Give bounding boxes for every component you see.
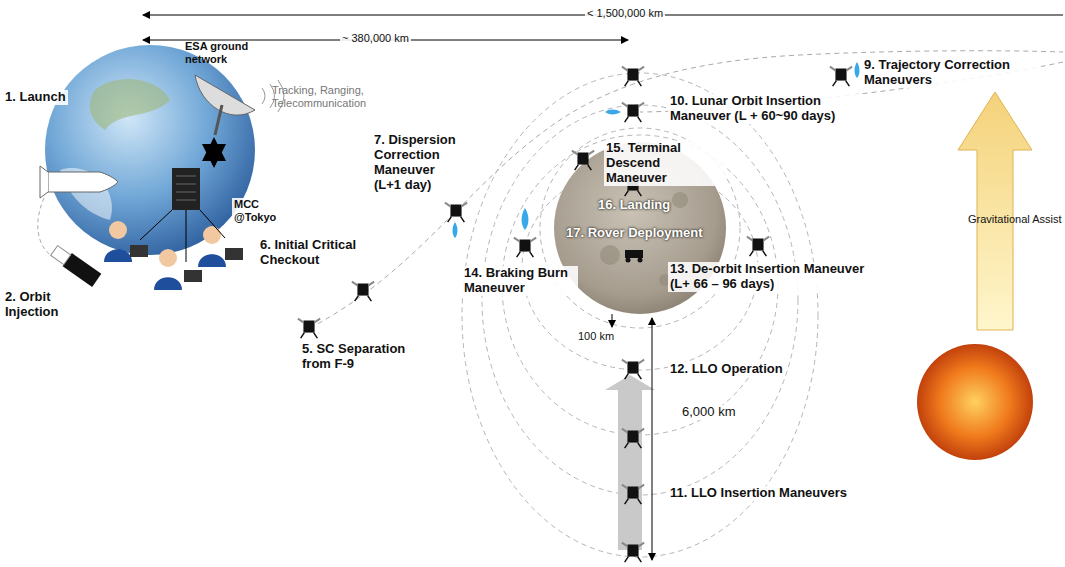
distance-label: < 1,500,000 km (585, 7, 665, 20)
step-label: 2. Orbit Injection (3, 290, 79, 320)
step-label: 12. LLO Operation (668, 362, 785, 377)
step-label: 16. Landing (598, 198, 670, 213)
distance-label: ~ 380,000 km (340, 32, 411, 45)
station-label: ESA ground network (185, 40, 267, 65)
step-label: 7. Dispersion Correction Maneuver (L+1 d… (372, 133, 461, 193)
link-label: Tracking, Ranging, Telecommunication (272, 84, 397, 109)
step-label: 13. De-orbit Insertion Maneuver (L+ 66 –… (668, 262, 887, 292)
step-label: 14. Braking Burn Maneuver (462, 266, 578, 296)
step-label: 1. Launch (3, 90, 68, 105)
distance-label: 6,000 km (680, 405, 737, 420)
step-label: 15. Terminal Descend Maneuver (604, 141, 726, 186)
station-label: MCC @Tokyo (232, 198, 284, 223)
step-label: 11. LLO Insertion Maneuvers (668, 486, 849, 501)
arrow-label: Gravitational Assist (968, 213, 1062, 226)
distance-label: 100 km (576, 330, 616, 343)
step-label: 10. Lunar Orbit Insertion Maneuver (L + … (668, 94, 862, 124)
step-label: 9. Trajectory Correction Maneuvers (862, 58, 1041, 88)
step-label: 17. Rover Deployment (566, 226, 703, 241)
step-label: 6. Initial Critical Checkout (258, 238, 372, 268)
step-label: 5. SC Separation from F-9 (300, 342, 419, 372)
